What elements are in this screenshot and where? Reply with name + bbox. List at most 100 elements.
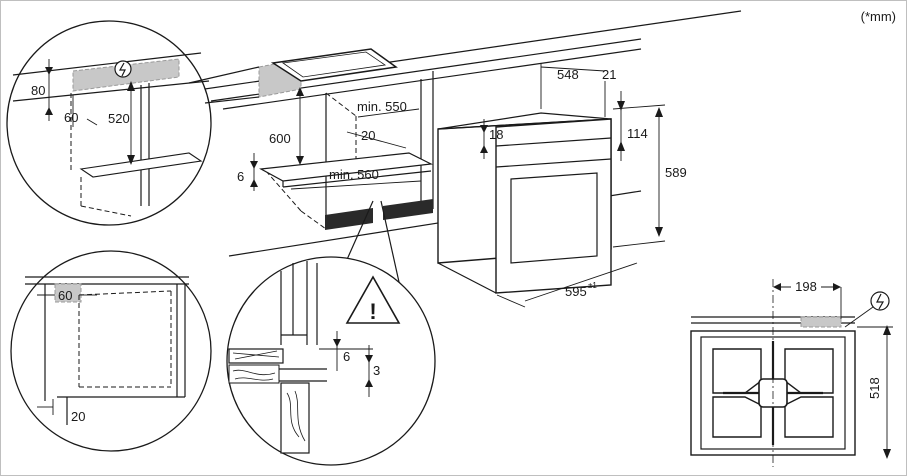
dim-595-tolerance: ±1	[588, 281, 597, 290]
dim-arrow	[333, 339, 341, 347]
dim-18-label: 18	[489, 127, 503, 142]
warning-mark: !	[369, 299, 376, 324]
dim-arrow	[773, 283, 781, 291]
dim-arrow	[655, 227, 663, 237]
dim-min550-label: min. 550	[357, 99, 407, 114]
oven-bottom-edge	[437, 262, 497, 294]
dim-arrow	[296, 87, 304, 96]
dim-589-label: 589	[665, 165, 687, 180]
wood-grain	[286, 390, 306, 442]
dim-595-label: 595	[565, 284, 587, 299]
callout-line	[204, 96, 260, 104]
oven-outline-top	[78, 290, 172, 296]
main-cabinet-view: 600 min. 550 20 6 min. 560	[190, 10, 742, 257]
dim-arrow	[617, 141, 625, 151]
dim-min560-label: min. 560	[329, 167, 379, 182]
dim-arrow	[250, 161, 258, 169]
dim-arrow	[883, 325, 891, 335]
plinth-left	[325, 208, 373, 230]
dim-min560-line	[290, 180, 422, 190]
power-symbol-icon	[870, 291, 890, 311]
dim-600-label: 600	[269, 131, 291, 146]
dim-548-line	[540, 66, 606, 72]
oven-door-top-line	[495, 158, 612, 168]
dim-min550-line	[357, 108, 420, 118]
callout-line	[188, 66, 260, 84]
bottom-dash	[80, 205, 132, 217]
warning-triangle-icon	[345, 275, 401, 324]
dim-3-label: 3	[373, 363, 380, 378]
power-bolt	[118, 62, 126, 77]
dim-20-label: 20	[361, 128, 375, 143]
dim-198-bg	[791, 279, 821, 293]
dim-arrow	[45, 67, 53, 75]
dim-6-label: 6	[343, 349, 350, 364]
dim-arrow	[655, 107, 663, 117]
grate-segment	[712, 396, 762, 438]
power-callout	[844, 306, 874, 328]
dim-60-label: 60	[64, 110, 78, 125]
worktop-top	[12, 52, 202, 76]
dim-arrow	[127, 155, 135, 165]
dim-6-label: 6	[237, 169, 244, 184]
dim-548-label: 548	[557, 67, 579, 82]
plinth-right	[383, 199, 433, 220]
dim-arrow	[296, 156, 304, 165]
dim-arrow	[617, 101, 625, 111]
dim-arrow	[883, 449, 891, 459]
unit-label: (*mm)	[861, 9, 896, 24]
dim-20-label: 20	[71, 409, 85, 424]
grate-segment	[784, 396, 834, 438]
hob-top-view: 198 518	[690, 279, 893, 467]
dim-589-ext-top	[612, 104, 666, 110]
countertop-front-edge	[222, 48, 642, 110]
detail-circle-center: ! 6 3	[226, 200, 436, 466]
dim-80-label: 80	[31, 83, 45, 98]
oven-view: 548 21 18 114 589 595 ±1	[437, 63, 687, 308]
dim-520-label: 520	[108, 111, 130, 126]
wood-grain	[232, 350, 280, 360]
dim-arrow	[833, 283, 841, 291]
wood-grain	[232, 369, 276, 381]
hob-glass	[281, 51, 387, 78]
dim-arrow	[365, 355, 373, 363]
dim-arrow	[45, 107, 53, 115]
dim-arrow	[365, 379, 373, 387]
lower-panel	[280, 382, 310, 454]
dim-60-arrow	[86, 118, 98, 126]
oven-top	[437, 112, 612, 130]
power-bolt	[876, 293, 885, 310]
shelf-wood-bottom	[228, 364, 280, 384]
dim-21-label: 21	[602, 67, 616, 82]
dim-518-label: 518	[867, 377, 882, 399]
oven-control-panel-line	[495, 137, 612, 147]
callout-line	[380, 200, 402, 292]
power-symbol-icon	[114, 60, 132, 78]
oven-door-window	[510, 172, 598, 264]
connection-zone	[800, 316, 842, 328]
dim-114-label: 114	[627, 126, 648, 141]
detail-circle-top-left: 80 60 520	[6, 20, 212, 226]
shelf-side-dash	[265, 170, 302, 212]
electrical-zone	[54, 283, 82, 303]
dim-arrow	[250, 179, 258, 187]
shelf-front-dash	[300, 210, 327, 230]
dim-arrow	[480, 145, 488, 153]
shelf	[79, 152, 203, 178]
dim-589-ext-bot	[612, 240, 666, 248]
oven-front-panel	[495, 118, 612, 294]
hob-cutout	[270, 48, 398, 82]
shelf-underside	[282, 170, 432, 188]
dim-595-line	[524, 262, 638, 302]
grate-segment	[712, 348, 762, 394]
grate-segment	[784, 348, 834, 394]
cabinet-interior-edge	[325, 92, 357, 117]
worktop-front	[12, 80, 210, 102]
dim-595-ext	[496, 294, 526, 308]
dim-arrow	[480, 125, 488, 133]
dim-60-label: 60	[58, 288, 72, 303]
dim-20-line	[346, 131, 407, 149]
dim-198-label: 198	[795, 279, 817, 294]
